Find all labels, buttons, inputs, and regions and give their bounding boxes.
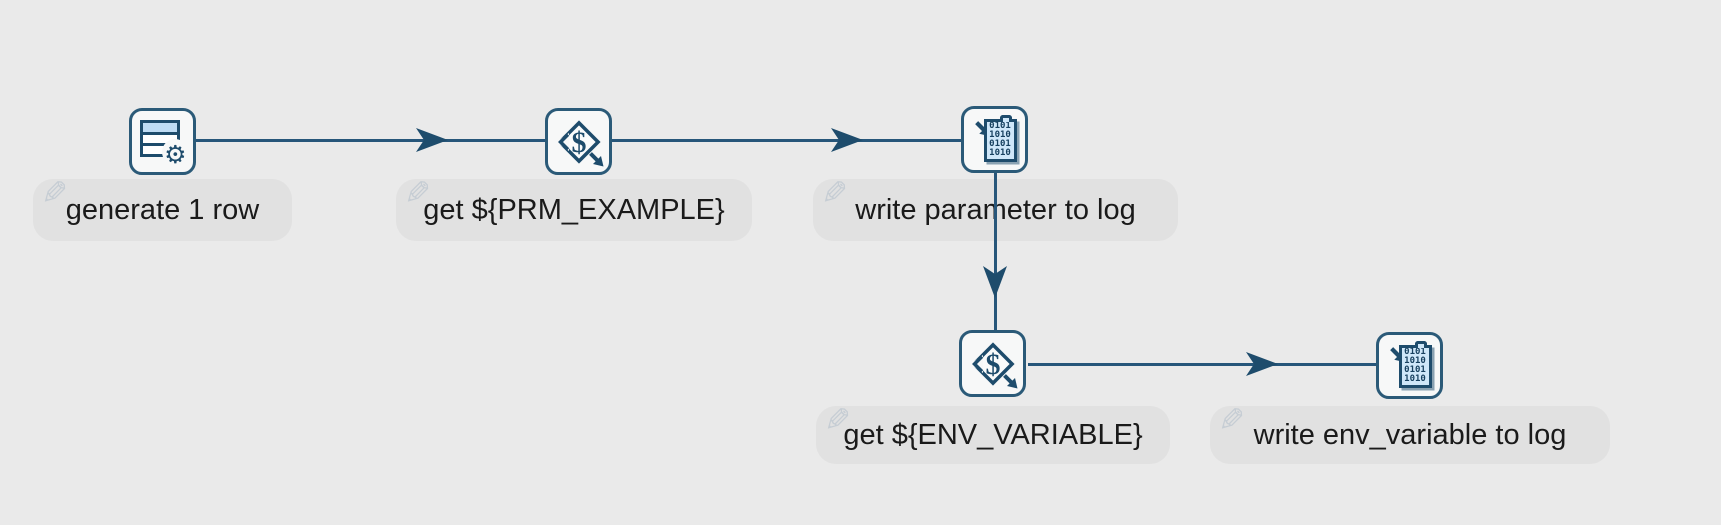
- step-get-prm-example[interactable]: $: [545, 108, 612, 175]
- table-rows-gear-icon: ⚙: [139, 120, 188, 167]
- hop-arrowhead-icon: [983, 266, 1007, 298]
- gear-halo: [161, 139, 188, 165]
- edit-pencil-icon: ✎: [824, 401, 851, 439]
- step-label-get-env-variable[interactable]: ✎ get ${ENV_VARIABLE}: [816, 401, 1170, 464]
- se-arrow-icon: [588, 151, 603, 166]
- step-label-text: generate 1 row: [65, 193, 260, 226]
- hop-get-prm-to-write-parameter[interactable]: [612, 139, 961, 142]
- step-label-generate-1-row[interactable]: ✎ generate 1 row: [33, 174, 292, 241]
- step-write-parameter-to-log[interactable]: 0101 1010 0101 1010: [961, 106, 1028, 173]
- hop-write-parameter-to-get-env[interactable]: [994, 173, 997, 330]
- binary-log-page-icon: 0101 1010 0101 1010: [967, 112, 1023, 168]
- edit-pencil-icon: ✎: [1218, 401, 1245, 439]
- dollar-symbol: $: [985, 348, 1000, 381]
- step-generate-1-row[interactable]: ⚙: [129, 108, 196, 175]
- hop-arrowhead-icon: [1246, 352, 1278, 376]
- step-label-text: get ${PRM_EXAMPLE}: [423, 193, 725, 226]
- step-label-write-env-variable-to-log[interactable]: ✎ write env_variable to log: [1210, 401, 1610, 464]
- binary-log-page-icon: 0101 1010 0101 1010: [1382, 338, 1438, 394]
- step-label-text: write env_variable to log: [1253, 418, 1567, 451]
- edit-pencil-icon: ✎: [821, 174, 848, 212]
- edit-pencil-icon: ✎: [404, 174, 431, 212]
- step-get-env-variable[interactable]: $: [959, 330, 1026, 397]
- hop-generate-to-get-prm[interactable]: [196, 139, 545, 142]
- hop-arrowhead-icon: [416, 128, 448, 152]
- step-write-env-variable-to-log[interactable]: 0101 1010 0101 1010: [1376, 332, 1443, 399]
- hop-get-env-to-write-env[interactable]: [1028, 363, 1376, 366]
- step-label-get-prm-example[interactable]: ✎ get ${PRM_EXAMPLE}: [396, 174, 752, 241]
- edit-pencil-icon: ✎: [41, 174, 68, 212]
- diamond-dollar-icon: $: [966, 337, 1020, 391]
- se-arrow-icon: [1002, 373, 1017, 388]
- page-tab: [1414, 340, 1427, 348]
- diamond-dollar-icon: $: [552, 115, 606, 169]
- step-label-text: get ${ENV_VARIABLE}: [843, 418, 1143, 451]
- hop-arrowhead-icon: [831, 128, 863, 152]
- page-tab: [999, 114, 1012, 122]
- gear-icon: ⚙: [164, 140, 187, 169]
- dollar-symbol: $: [571, 126, 586, 159]
